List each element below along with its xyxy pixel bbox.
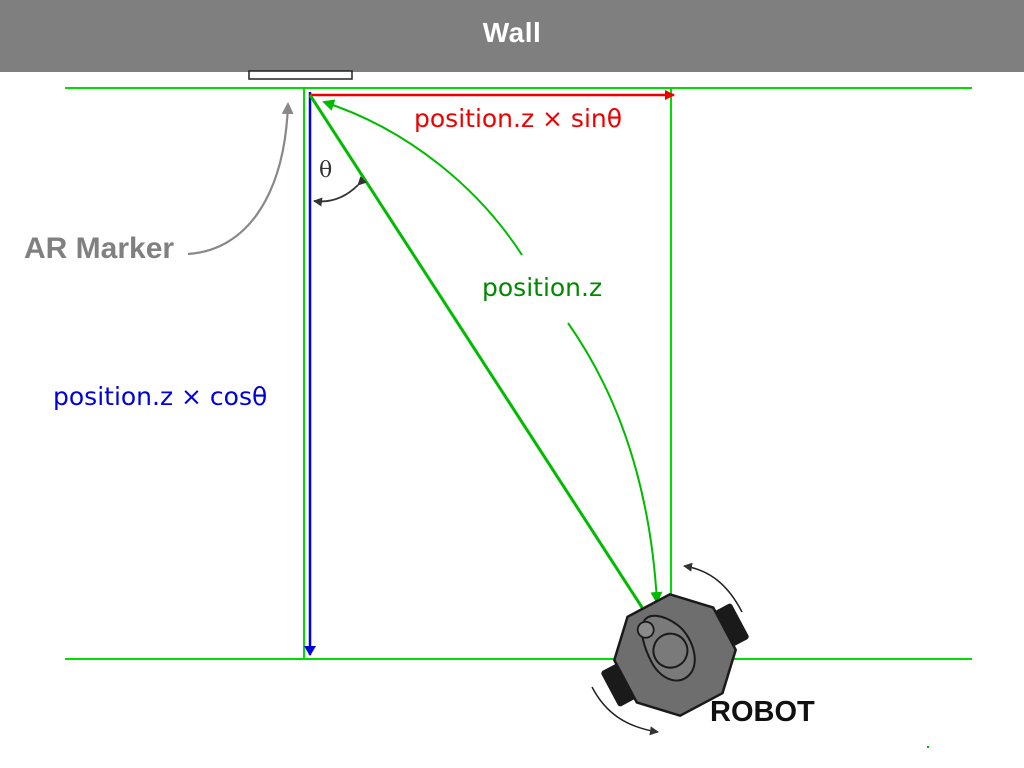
rotation-arrow-bottom-icon — [591, 686, 659, 736]
ar-marker-label: AR Marker — [24, 232, 175, 265]
distance-callout-down-arrow — [567, 322, 663, 604]
ar-marker-callout-arrow — [187, 102, 294, 256]
distance-label: position.z — [482, 273, 603, 302]
theta-label: θ — [319, 158, 333, 183]
robot-wheel-right — [714, 603, 749, 647]
rotation-arrow-top-icon — [683, 562, 743, 613]
ar-marker-plate — [248, 70, 353, 80]
robot-top-view-icon — [601, 592, 749, 718]
stray-mark — [927, 746, 929, 748]
robot-camera-lens — [636, 620, 655, 639]
robot-label: ROBOT — [710, 696, 815, 728]
wall-bar: Wall — [0, 0, 1024, 72]
robot-wheel-left — [601, 663, 636, 707]
distance-line — [308, 94, 647, 613]
robot-lidar-sensor — [652, 632, 689, 669]
sin-component-label: position.z × sinθ — [414, 104, 623, 133]
distance-callout-up-arrow — [322, 99, 523, 256]
cos-component-label: position.z × cosθ — [53, 382, 268, 411]
wall-label: Wall — [482, 17, 542, 48]
theta-angle-arc — [313, 176, 367, 207]
